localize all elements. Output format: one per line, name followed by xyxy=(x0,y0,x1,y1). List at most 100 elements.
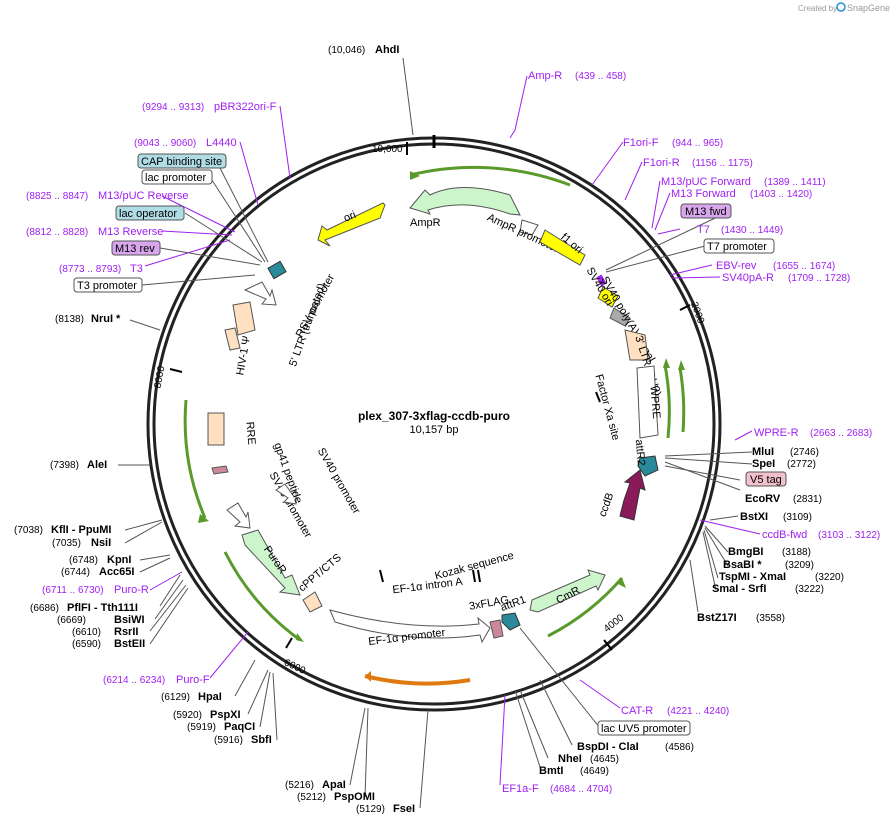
primer-pos-m13-forward: (1403 .. 1420) xyxy=(750,189,812,200)
enzyme-pos-tspmi: (3220) xyxy=(815,572,844,583)
enzyme-leaders xyxy=(118,57,753,809)
enzyme-sbfi: SbfI xyxy=(251,734,272,746)
enzyme-mlui: MluI xyxy=(752,446,774,458)
gp41-feature xyxy=(211,465,229,475)
ccdb-feature xyxy=(619,469,646,521)
tick-10000: 10,000 xyxy=(372,144,403,155)
sv40-prom1-feature xyxy=(275,483,297,505)
ltr3-feature xyxy=(624,329,649,361)
primer-pos-t3: (8773 .. 8793) xyxy=(59,264,121,275)
puror-feature xyxy=(241,529,301,596)
ef1a-promoter-feature xyxy=(329,609,491,644)
primer-ccdb-fwd: ccdB-fwd xyxy=(762,529,807,541)
enzyme-pos-bsabi: (3209) xyxy=(785,560,814,571)
enzyme-pos-bmti: (4649) xyxy=(580,766,609,777)
primer-m13puc-fwd: M13/pUC Forward xyxy=(661,176,751,188)
sv40-pa-feature xyxy=(609,307,631,327)
ampr-label: AmpR xyxy=(410,217,441,229)
primer-pos-ampr: (439 .. 458) xyxy=(575,71,626,82)
enzyme-bsteii: BstEII xyxy=(114,638,145,650)
enzyme-labels: (10,046) AhdI (8138) NruI * (7398) AleI … xyxy=(14,44,844,815)
primer-pos-t7: (1430 .. 1449) xyxy=(721,225,783,236)
primer-f1ori-r: F1ori-R xyxy=(643,157,680,169)
primer-pos-ef1a-f: (4684 .. 4704) xyxy=(550,784,612,795)
enzyme-nsii: NsiI xyxy=(91,537,111,549)
rre-label: RRE xyxy=(243,421,257,445)
box-leaders xyxy=(141,167,741,729)
enzyme-pos-bsteii: (6590) xyxy=(72,639,101,650)
rre-feature xyxy=(207,412,225,446)
primer-ebv-rev: EBV-rev xyxy=(716,260,757,272)
enzyme-tspmi: TspMI - XmaI xyxy=(719,571,786,583)
enzyme-apai: ApaI xyxy=(322,779,346,791)
enzyme-pos-kfli: (7038) xyxy=(14,525,43,536)
wpre-feature xyxy=(636,365,659,439)
ltr5-feature xyxy=(232,301,256,336)
ori-feature xyxy=(317,202,386,247)
orf-arcs xyxy=(183,165,686,686)
primer-pos-pbr322ori-f: (9294 .. 9313) xyxy=(142,102,204,113)
enzyme-pos-acc65i: (6744) xyxy=(61,567,90,578)
cppt-label: cPPT/CTS xyxy=(296,552,344,595)
enzyme-pos-nrui: (8138) xyxy=(55,314,84,325)
primer-pos-wpre-r: (2663 .. 2683) xyxy=(810,428,872,439)
attr2-feature xyxy=(637,455,659,477)
box-lacop: lac operator xyxy=(119,208,177,220)
primer-puro-f: Puro-F xyxy=(176,674,210,686)
enzyme-psppomi: PspOMI xyxy=(334,791,375,803)
enzyme-pos-bspdi: (4586) xyxy=(665,742,694,753)
primer-sv40pa-r: SV40pA-R xyxy=(722,272,774,284)
primer-pos-f1ori-f: (944 .. 965) xyxy=(672,138,723,149)
box-m13rev: M13 rev xyxy=(115,243,155,255)
ori-label: ori xyxy=(342,209,358,225)
primer-pos-ccdb-fwd: (3103 .. 3122) xyxy=(818,530,880,541)
enzyme-alei: AleI xyxy=(87,459,107,471)
rsv-feature xyxy=(243,281,277,306)
primer-pos-cat-r: (4221 .. 4240) xyxy=(667,706,729,717)
primer-pbr322ori-f: pBR322ori-F xyxy=(214,101,277,113)
enzyme-pflfi: PflFI - Tth111I xyxy=(67,602,138,614)
enzyme-bspdi: BspDI - ClaI xyxy=(577,741,639,753)
boxed-labels: M13 fwd T7 promoter V5 tag lac UV5 promo… xyxy=(73,153,787,736)
enzyme-pspxi: PspXI xyxy=(210,709,241,721)
primer-t3: T3 xyxy=(130,263,143,275)
enzyme-kpni: KpnI xyxy=(107,554,131,566)
enzyme-paqci: PaqCI xyxy=(224,721,255,733)
primer-m13puc-rev: M13/pUC Reverse xyxy=(98,190,188,202)
enzyme-pos-mlui: (2746) xyxy=(790,447,819,458)
ccdb-label: ccdB xyxy=(597,491,617,518)
enzyme-pos-pflfi: (6686) xyxy=(30,603,59,614)
enzyme-pos-fsei: (5129) xyxy=(356,804,385,815)
enzyme-pos-kpni: (6748) xyxy=(69,555,98,566)
enzyme-ahdi: AhdI xyxy=(375,44,399,56)
tick-8000: 8000 xyxy=(153,365,168,389)
created-by-text: Created by xyxy=(798,4,837,13)
primer-ef1a-f: EF1a-F xyxy=(502,783,539,795)
brand-text: SnapGene xyxy=(847,3,890,13)
enzyme-bmti: BmtI xyxy=(539,765,563,777)
ampr-promoter-feature xyxy=(519,219,539,236)
primer-m13-reverse: M13 Reverse xyxy=(98,226,163,238)
enzyme-pos-hpai: (6129) xyxy=(161,692,190,703)
factorxa-label: Factor Xa site xyxy=(593,373,622,442)
rsv-label: RSV promoter xyxy=(294,272,337,339)
primer-wpre-r: WPRE-R xyxy=(754,427,799,439)
primer-pos-l4440: (9043 .. 9060) xyxy=(134,138,196,149)
primer-f1ori-f: F1ori-F xyxy=(623,137,659,149)
primer-pos-m13puc-fwd: (1389 .. 1411) xyxy=(764,177,826,188)
primer-pos-puro-r: (6711 .. 6730) xyxy=(42,585,104,596)
enzyme-bsabi: BsaBI * xyxy=(723,559,762,571)
ef1a-intron-label: EF-1α intron A xyxy=(392,576,464,597)
enzyme-pos-ecorv: (2831) xyxy=(793,494,822,505)
box-t7prom: T7 promoter xyxy=(707,241,767,253)
primer-pos-puro-f: (6214 .. 6234) xyxy=(103,675,165,686)
enzyme-pos-bstz17i: (3558) xyxy=(756,613,785,624)
enzyme-pos-spei: (2772) xyxy=(787,459,816,470)
box-t3prom: T3 promoter xyxy=(77,280,137,292)
box-cap: CAP binding site xyxy=(141,156,222,168)
primer-cat-r: CAT-R xyxy=(621,705,653,717)
enzyme-pos-bsiwi: (6669) xyxy=(57,615,86,626)
enzyme-rsrii: RsrII xyxy=(114,626,138,638)
plasmid-size: 10,157 bp xyxy=(410,424,459,436)
